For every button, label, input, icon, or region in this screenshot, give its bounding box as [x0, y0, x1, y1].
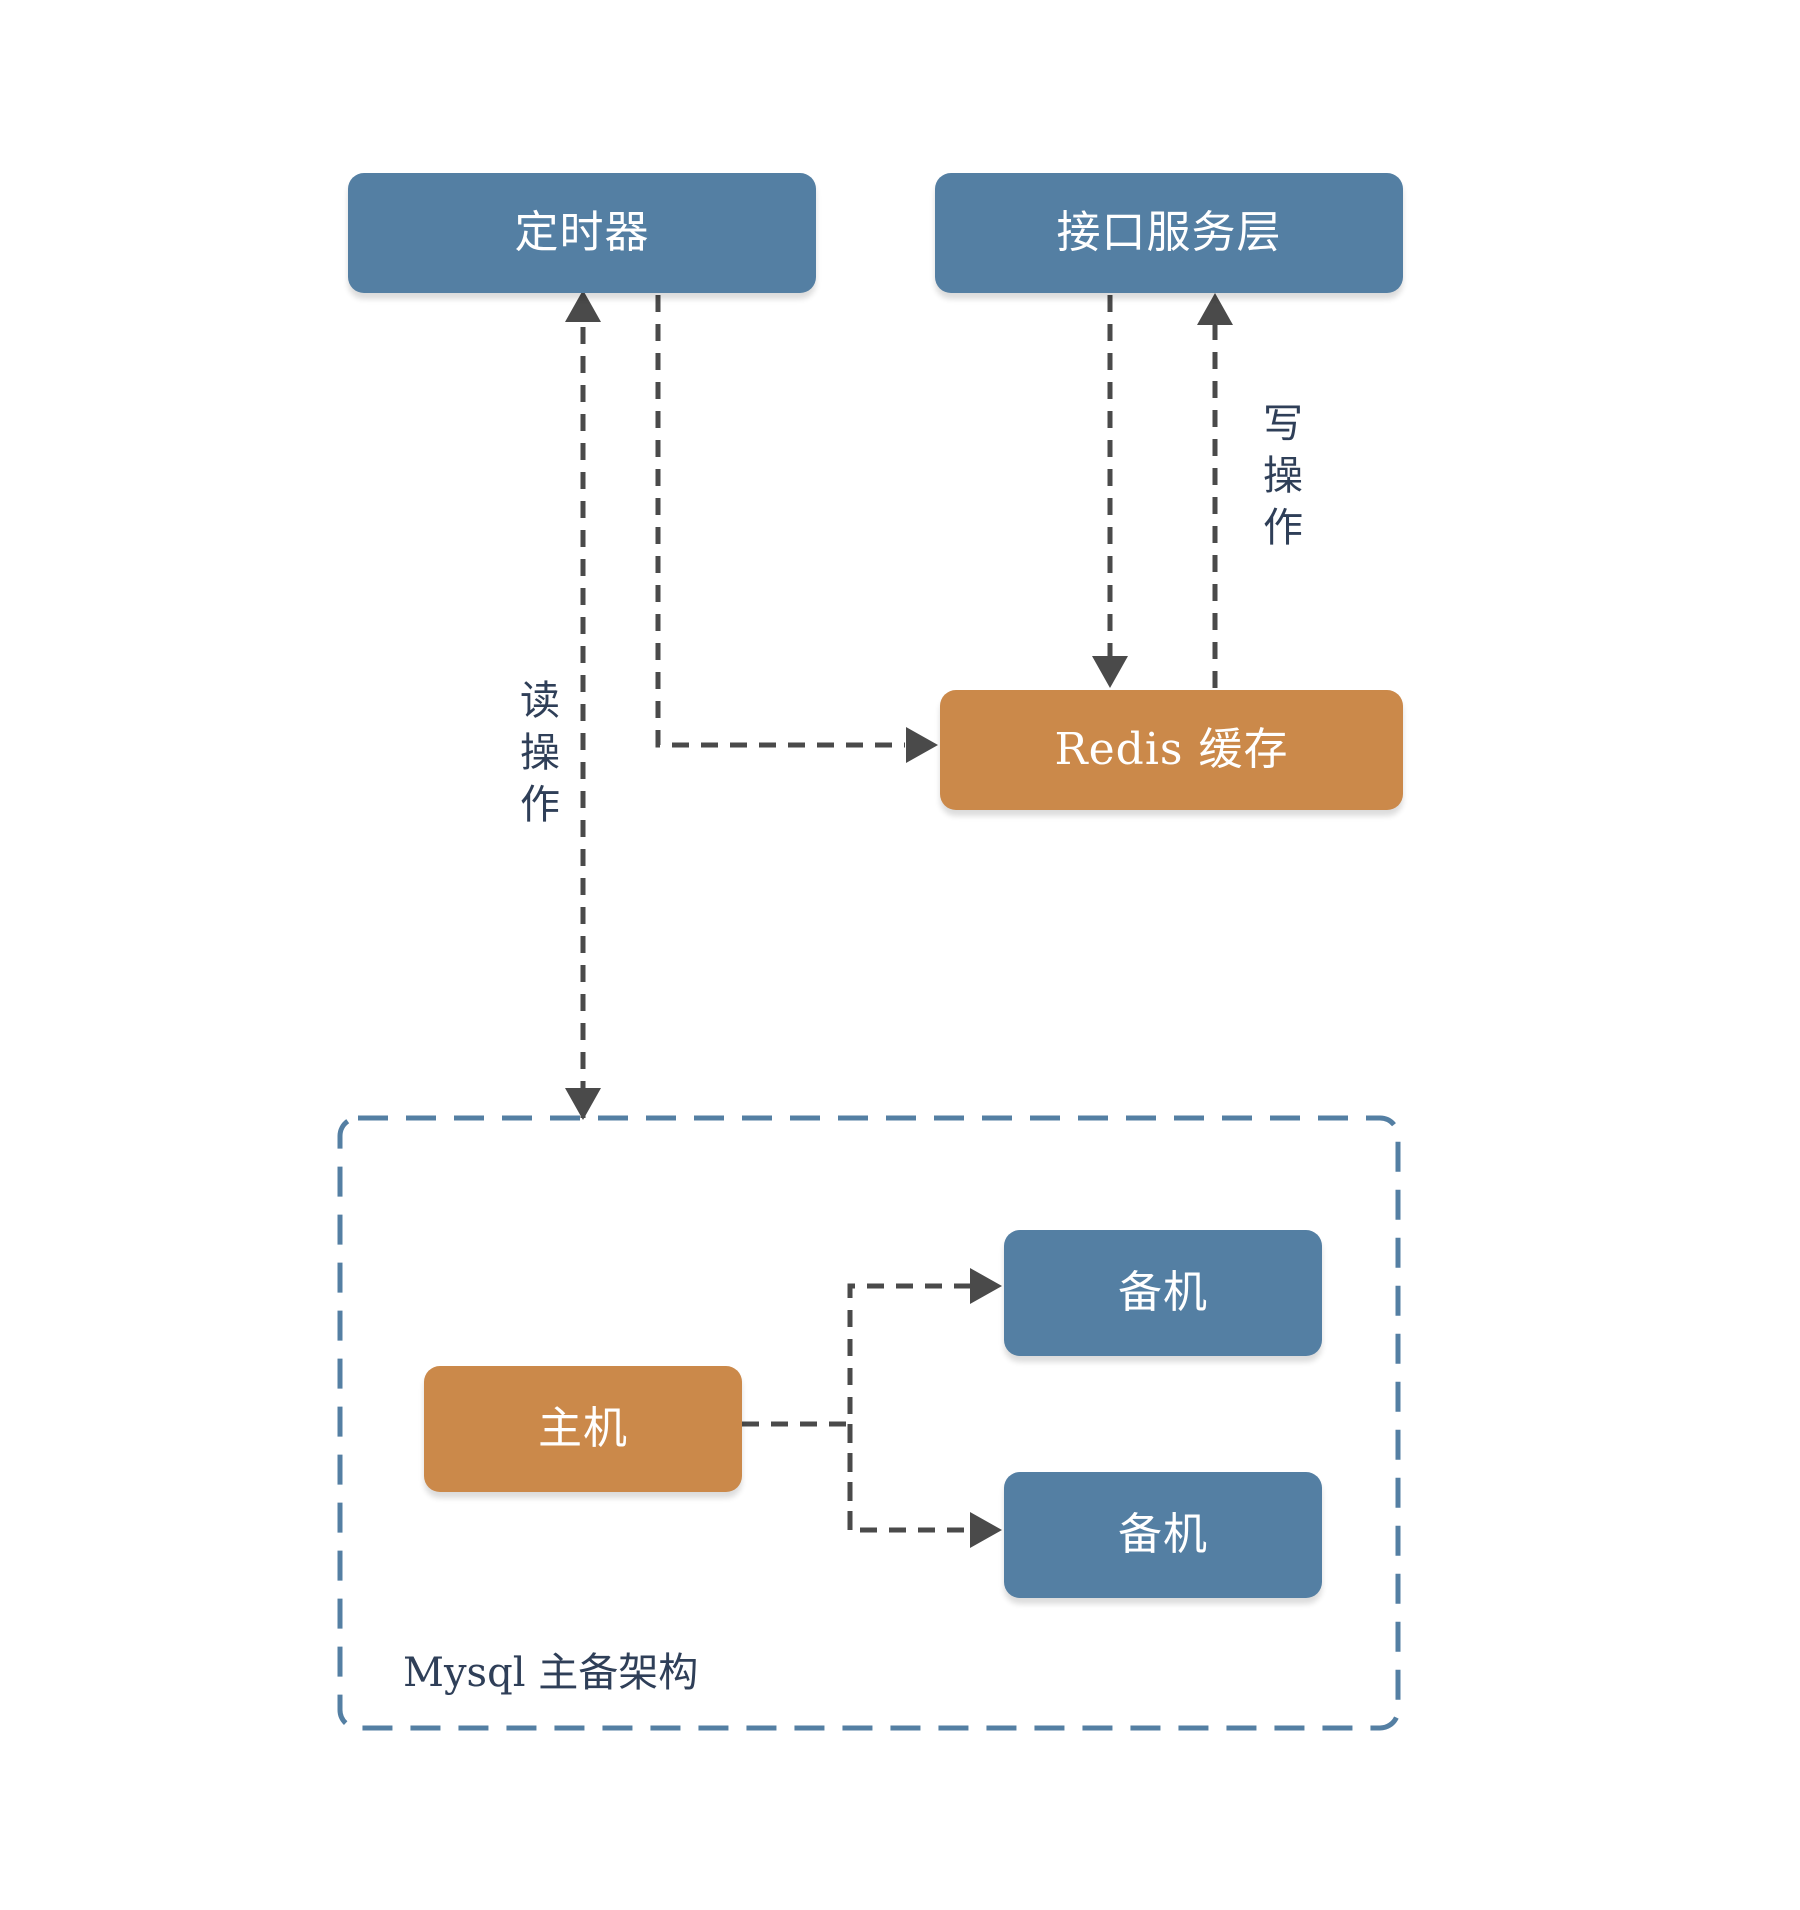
read-label-char: 读 — [520, 678, 560, 724]
redis-cache-text: 缓存 — [1198, 724, 1289, 775]
write-operation-label: 写 操 作 — [1253, 398, 1313, 554]
timer-to-redis-arrowhead — [906, 727, 938, 763]
read-operation-label: 读 操 作 — [510, 675, 570, 831]
redis-name-text: Redis — [1054, 724, 1184, 775]
backup1-arrowhead — [970, 1268, 1002, 1304]
write-operation-arrowhead — [1197, 293, 1233, 325]
read-arrowhead-down — [565, 1088, 601, 1120]
write-label-char: 操 — [1263, 453, 1303, 499]
redis-cache-label: Redis 缓存 — [1055, 728, 1289, 772]
mysql-cluster-title: Mysql 主备架构 — [403, 1640, 698, 1698]
api-to-redis-arrowhead — [1092, 656, 1128, 688]
timer-node: 定时器 — [348, 173, 816, 293]
mysql-master-label: 主机 — [538, 1403, 628, 1454]
master-to-backup1-arrow — [847, 1283, 970, 1530]
mysql-master-node: 主机 — [424, 1366, 742, 1492]
api-service-layer-label: 接口服务层 — [1056, 207, 1282, 258]
read-arrowhead-up — [565, 290, 601, 322]
write-label-char: 作 — [1263, 505, 1303, 551]
read-label-char: 作 — [520, 782, 560, 828]
mysql-backup-label-1: 备机 — [1118, 1267, 1208, 1318]
master-to-backup2-arrow — [847, 1424, 970, 1533]
redis-cache-node: Redis 缓存 — [940, 690, 1403, 810]
mysql-cluster-border — [337, 1115, 1401, 1731]
timer-label: 定时器 — [514, 207, 650, 258]
mysql-backup-label-2: 备机 — [1118, 1509, 1208, 1560]
write-label-char: 写 — [1263, 401, 1303, 447]
mysql-backup-node-2: 备机 — [1004, 1472, 1322, 1598]
mysql-cluster-title-cjk: 主备架构 — [538, 1650, 699, 1696]
mysql-backup-node-1: 备机 — [1004, 1230, 1322, 1356]
mysql-cluster-title-latin: Mysql — [403, 1650, 526, 1696]
api-service-layer-node: 接口服务层 — [935, 173, 1403, 293]
timer-to-redis-arrow — [655, 295, 905, 748]
read-label-char: 操 — [520, 730, 560, 776]
backup2-arrowhead — [970, 1512, 1002, 1548]
